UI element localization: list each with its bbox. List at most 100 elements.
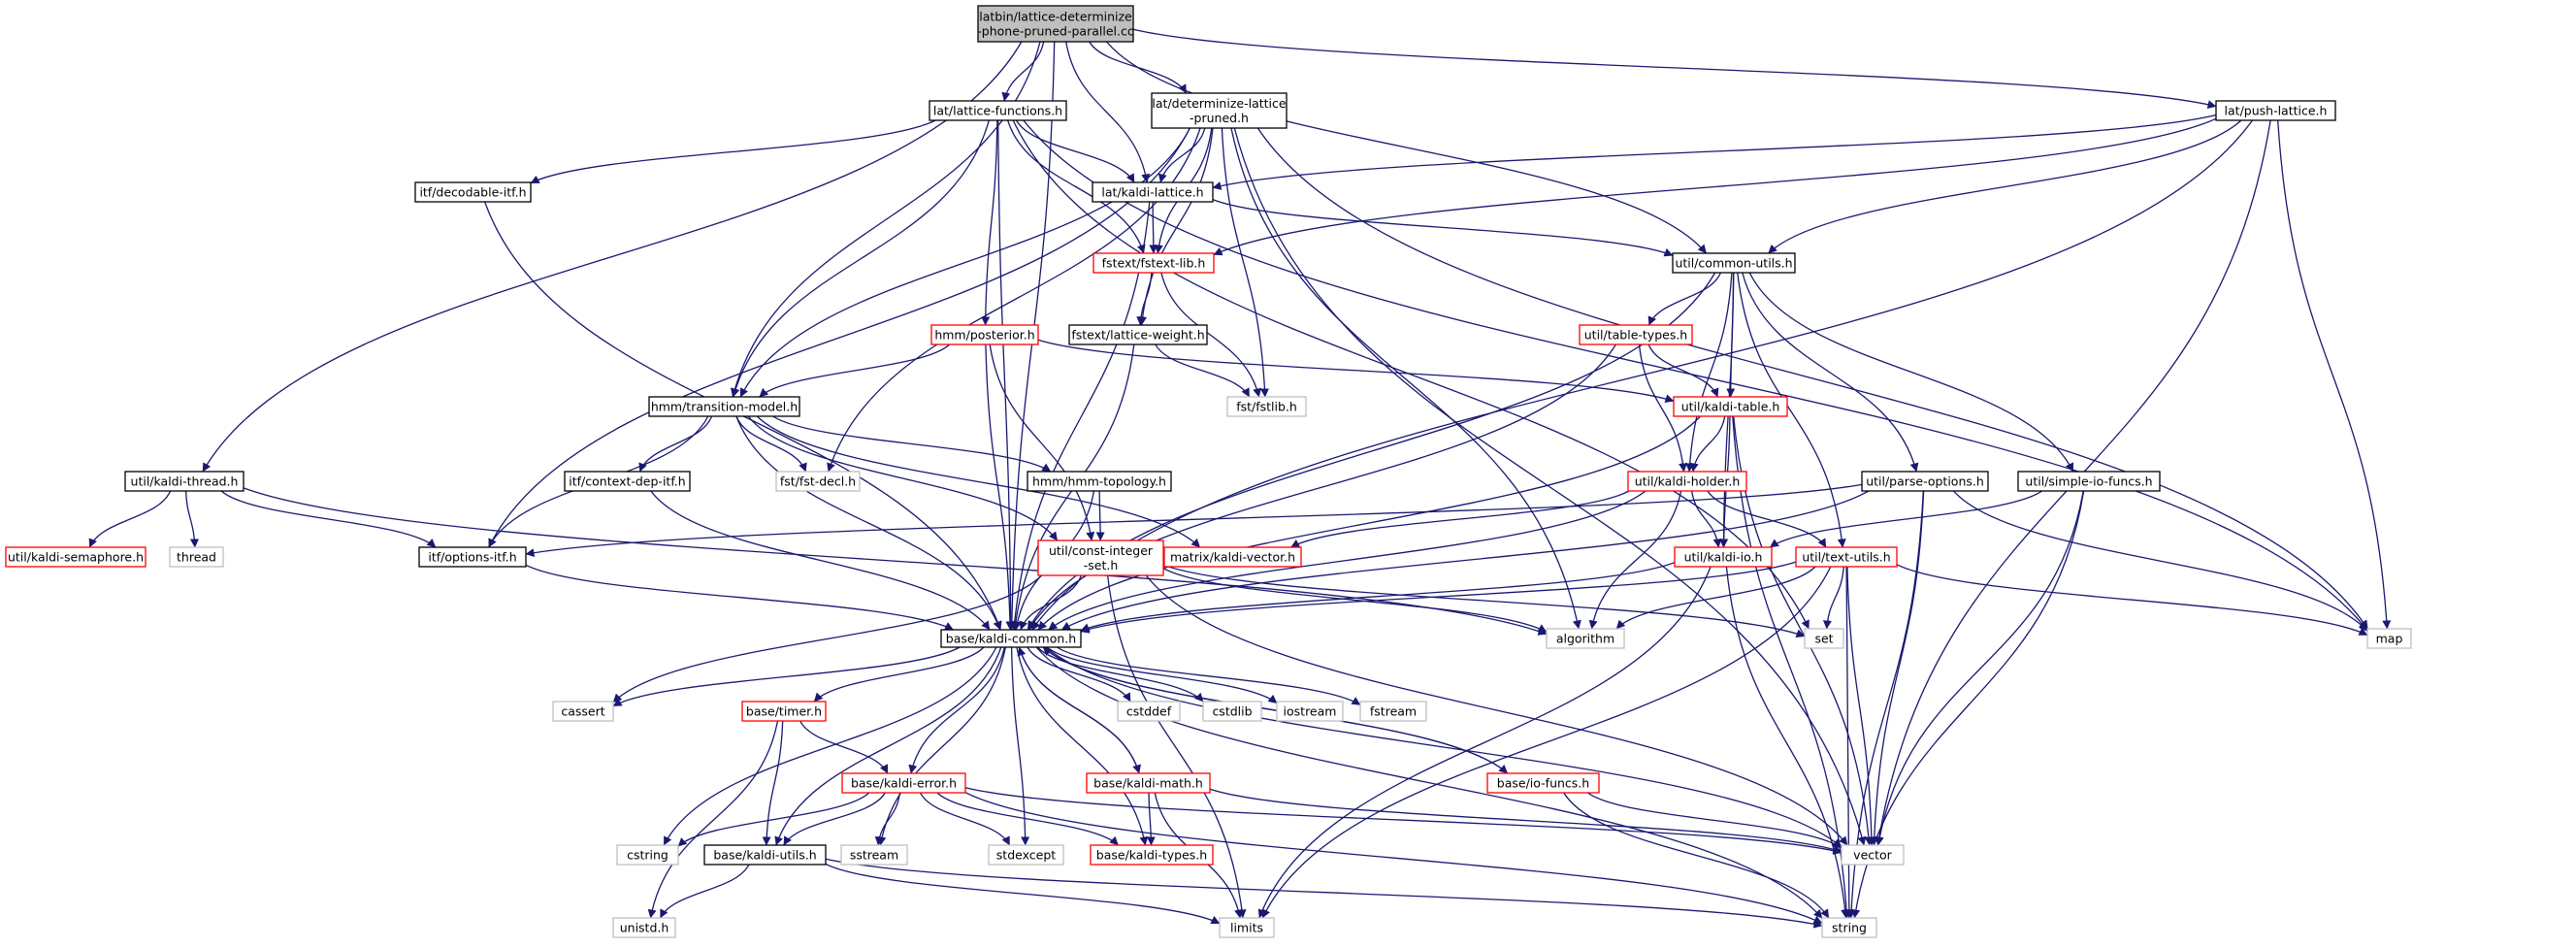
node-context-dep-itf[interactable]: itf/context-dep-itf.h [564, 471, 691, 492]
node-simple-io-funcs[interactable]: util/simple-io-funcs.h [2017, 471, 2161, 492]
node-kaldi-common[interactable]: base/kaldi-common.h [940, 629, 1082, 648]
edge-det_lat_pruned-to-map [1256, 127, 2368, 630]
edge-kaldi_holder-to-text_utils [1707, 490, 1827, 548]
node-kaldi-table[interactable]: util/kaldi-table.h [1673, 396, 1788, 417]
edge-push_lattice-to-kaldi_lattice [1212, 114, 2217, 190]
edge-det_lat_pruned-to-algorithm [1230, 127, 1581, 630]
edge-text_utils-to-vector [1846, 566, 1876, 846]
edge-posterior-to-const_integer_set [989, 343, 1095, 541]
node-box[interactable] [703, 844, 827, 866]
node-limits: limits [1219, 917, 1275, 938]
node-box[interactable] [1092, 181, 1214, 203]
edge-det_lat_pruned-to-vector [1233, 127, 1867, 846]
node-text-utils[interactable]: util/text-utils.h [1795, 546, 1898, 568]
node-box[interactable] [1486, 772, 1600, 794]
node-box[interactable] [1674, 546, 1773, 568]
node-io-funcs[interactable]: base/io-funcs.h [1486, 772, 1600, 794]
node-label: hmm/hmm-topology.h [1032, 474, 1166, 489]
node-decodable-itf[interactable]: itf/decodable-itf.h [414, 181, 532, 203]
node-box[interactable] [930, 324, 1039, 345]
edge-posterior-to-transition_model [759, 343, 951, 398]
node-kaldi-error[interactable]: base/kaldi-error.h [841, 772, 966, 794]
node-table-types[interactable]: util/table-types.h [1579, 324, 1693, 345]
edge-lattice_functions-to-kaldi_common [997, 119, 1016, 631]
node-const-integer-set[interactable]: util/const-integer-set.h [1037, 539, 1164, 576]
edge-kaldi_table-to-string [1732, 415, 1851, 919]
node-box[interactable] [1151, 92, 1288, 129]
edge-kaldi_common-to-kaldi_types [1016, 646, 1149, 846]
node-kaldi-io[interactable]: util/kaldi-io.h [1674, 546, 1773, 568]
node-box [1276, 701, 1344, 722]
node-box[interactable] [929, 100, 1067, 121]
edge-kaldi_holder-to-algorithm [1588, 490, 1682, 630]
edge-fstext_lib-to-fstlib [1160, 272, 1262, 398]
edge-simple_io_funcs-to-vector [1875, 490, 2084, 846]
node-box[interactable] [414, 181, 532, 203]
node-box[interactable] [1672, 252, 1796, 274]
node-kaldi-vector[interactable]: matrix/kaldi-vector.h [1163, 546, 1302, 568]
node-label: vector [1853, 848, 1893, 863]
node-push-lattice[interactable]: lat/push-lattice.h [2215, 100, 2336, 121]
node-box[interactable] [2215, 100, 2336, 121]
edge-simple_io_funcs-to-kaldi_io [1769, 490, 2043, 548]
node-det-lat-pruned[interactable]: lat/determinize-lattice-pruned.h [1151, 92, 1288, 129]
edge-root-to-push_lattice [1132, 28, 2217, 110]
node-box[interactable] [1579, 324, 1693, 345]
edge-text_utils-to-map [1896, 564, 2368, 637]
node-lattice-weight[interactable]: fstext/lattice-weight.h [1068, 324, 1208, 345]
edge-timer-to-unistd [647, 720, 779, 919]
node-box[interactable] [841, 772, 966, 794]
edge-common_utils-to-kaldi_holder [1685, 272, 1733, 473]
node-box[interactable] [564, 471, 691, 492]
node-box[interactable] [1673, 396, 1788, 417]
node-box[interactable] [1627, 471, 1747, 492]
node-posterior[interactable]: hmm/posterior.h [930, 324, 1039, 345]
node-kaldi-math[interactable]: base/kaldi-math.h [1086, 772, 1211, 794]
node-box[interactable] [940, 629, 1082, 648]
node-hmm-topology[interactable]: hmm/hmm-topology.h [1027, 471, 1172, 492]
node-box[interactable] [1795, 546, 1898, 568]
node-kaldi-types[interactable]: base/kaldi-types.h [1090, 844, 1214, 866]
node-kaldi-lattice[interactable]: lat/kaldi-lattice.h [1092, 181, 1214, 203]
node-timer[interactable]: base/timer.h [741, 701, 827, 722]
node-label: itf/context-dep-itf.h [569, 474, 685, 489]
edge-kaldi_utils-to-limits [825, 863, 1221, 925]
node-box[interactable] [741, 701, 827, 722]
node-label: stdexcept [996, 848, 1056, 863]
node-box[interactable] [1068, 324, 1208, 345]
node-common-utils[interactable]: util/common-utils.h [1672, 252, 1796, 274]
edge-transition_model-to-kaldi_vector [756, 415, 1201, 548]
node-label: cstring [627, 848, 668, 863]
node-box[interactable] [1861, 471, 1989, 492]
node-box[interactable] [1090, 844, 1214, 866]
node-box[interactable] [1163, 546, 1302, 568]
node-box[interactable] [5, 546, 147, 568]
node-box[interactable] [1037, 539, 1164, 576]
node-options-itf[interactable]: itf/options-itf.h [418, 546, 527, 568]
node-box[interactable] [648, 396, 800, 417]
edge-lattice_weight-to-fstlib [1155, 343, 1251, 398]
node-label: fstext/lattice-weight.h [1071, 328, 1204, 343]
node-fstext-lib[interactable]: fstext/fstext-lib.h [1092, 252, 1215, 274]
node-box[interactable] [1086, 772, 1211, 794]
node-parse-options[interactable]: util/parse-options.h [1861, 471, 1989, 492]
edge-kaldi_common-to-sstream [877, 646, 1006, 846]
node-box[interactable] [1092, 252, 1215, 274]
node-box[interactable] [124, 471, 245, 492]
edge-kaldi_io-to-kaldi_common [1080, 562, 1676, 632]
edge-kaldi_utils-to-string [825, 858, 1823, 929]
node-box[interactable] [1027, 471, 1172, 492]
node-transition-model[interactable]: hmm/transition-model.h [648, 396, 800, 417]
node-label: limits [1230, 921, 1263, 935]
node-label: lat/determinize-lattice [1152, 96, 1286, 111]
node-kaldi-utils[interactable]: base/kaldi-utils.h [703, 844, 827, 866]
node-cstdlib: cstdlib [1202, 701, 1262, 722]
node-box[interactable] [418, 546, 527, 568]
node-box[interactable] [2017, 471, 2161, 492]
node-kaldi-thread[interactable]: util/kaldi-thread.h [124, 471, 245, 492]
node-kaldi-semaphore[interactable]: util/kaldi-semaphore.h [5, 546, 147, 568]
node-label: util/kaldi-holder.h [1635, 474, 1741, 489]
node-kaldi-holder[interactable]: util/kaldi-holder.h [1627, 471, 1747, 492]
node-lattice-functions[interactable]: lat/lattice-functions.h [929, 100, 1067, 121]
